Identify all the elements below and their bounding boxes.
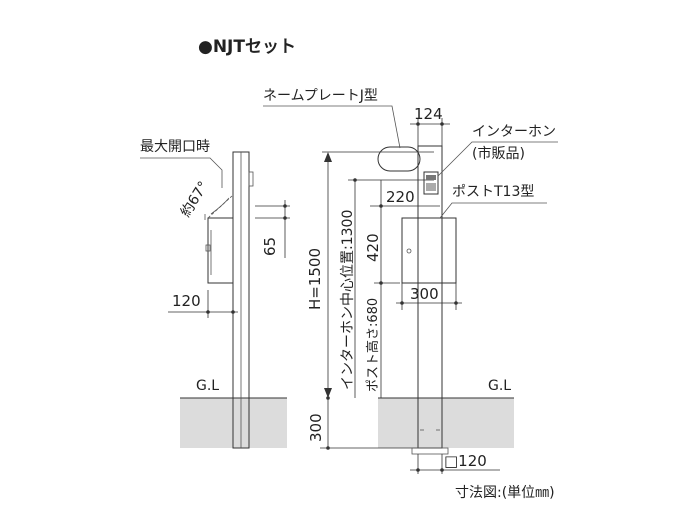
intercom-height-label: インターホン中心位置:1300	[340, 210, 356, 390]
nameplate	[377, 146, 421, 172]
angle-label: 約67°	[178, 179, 212, 220]
intercom-label-1: インターホン	[472, 124, 556, 140]
side-mailbox	[207, 217, 234, 284]
dim-65: 65	[261, 237, 279, 256]
unit-note: 寸法図:(単位㎜)	[455, 485, 555, 501]
dim-sq120: □120	[444, 452, 487, 470]
height-dimension: H=1500 300 インターホン中心位置:1300 ポスト高さ:680 420…	[306, 151, 440, 450]
side-intercom	[248, 171, 254, 187]
intercom-label-2: (市販品)	[472, 145, 525, 162]
post-height-label: ポスト高さ:680	[365, 298, 381, 392]
dim-h1500: H=1500	[306, 248, 324, 310]
intercom	[423, 171, 439, 195]
dim-220: 220	[386, 188, 415, 206]
gl-label-right: G.L	[488, 378, 511, 394]
title: ●NJTセット	[198, 37, 296, 57]
dim-124: 124	[414, 105, 443, 123]
post-label: ポストT13型	[452, 184, 534, 200]
dim-420: 420	[364, 233, 382, 262]
dim-120-left: 120	[172, 292, 201, 310]
nameplate-label: ネームプレートJ型	[263, 88, 378, 104]
max-open-label: 最大開口時	[140, 139, 210, 155]
dim-300-ground: 300	[307, 413, 325, 442]
dim-300-post: 300	[410, 285, 439, 303]
ground-right	[378, 398, 514, 448]
front-view: ネームプレートJ型 124 インターホン (市販品) ポストT13型 300	[263, 88, 558, 474]
post-box	[401, 217, 457, 284]
gl-label-left: G.L	[196, 378, 219, 394]
